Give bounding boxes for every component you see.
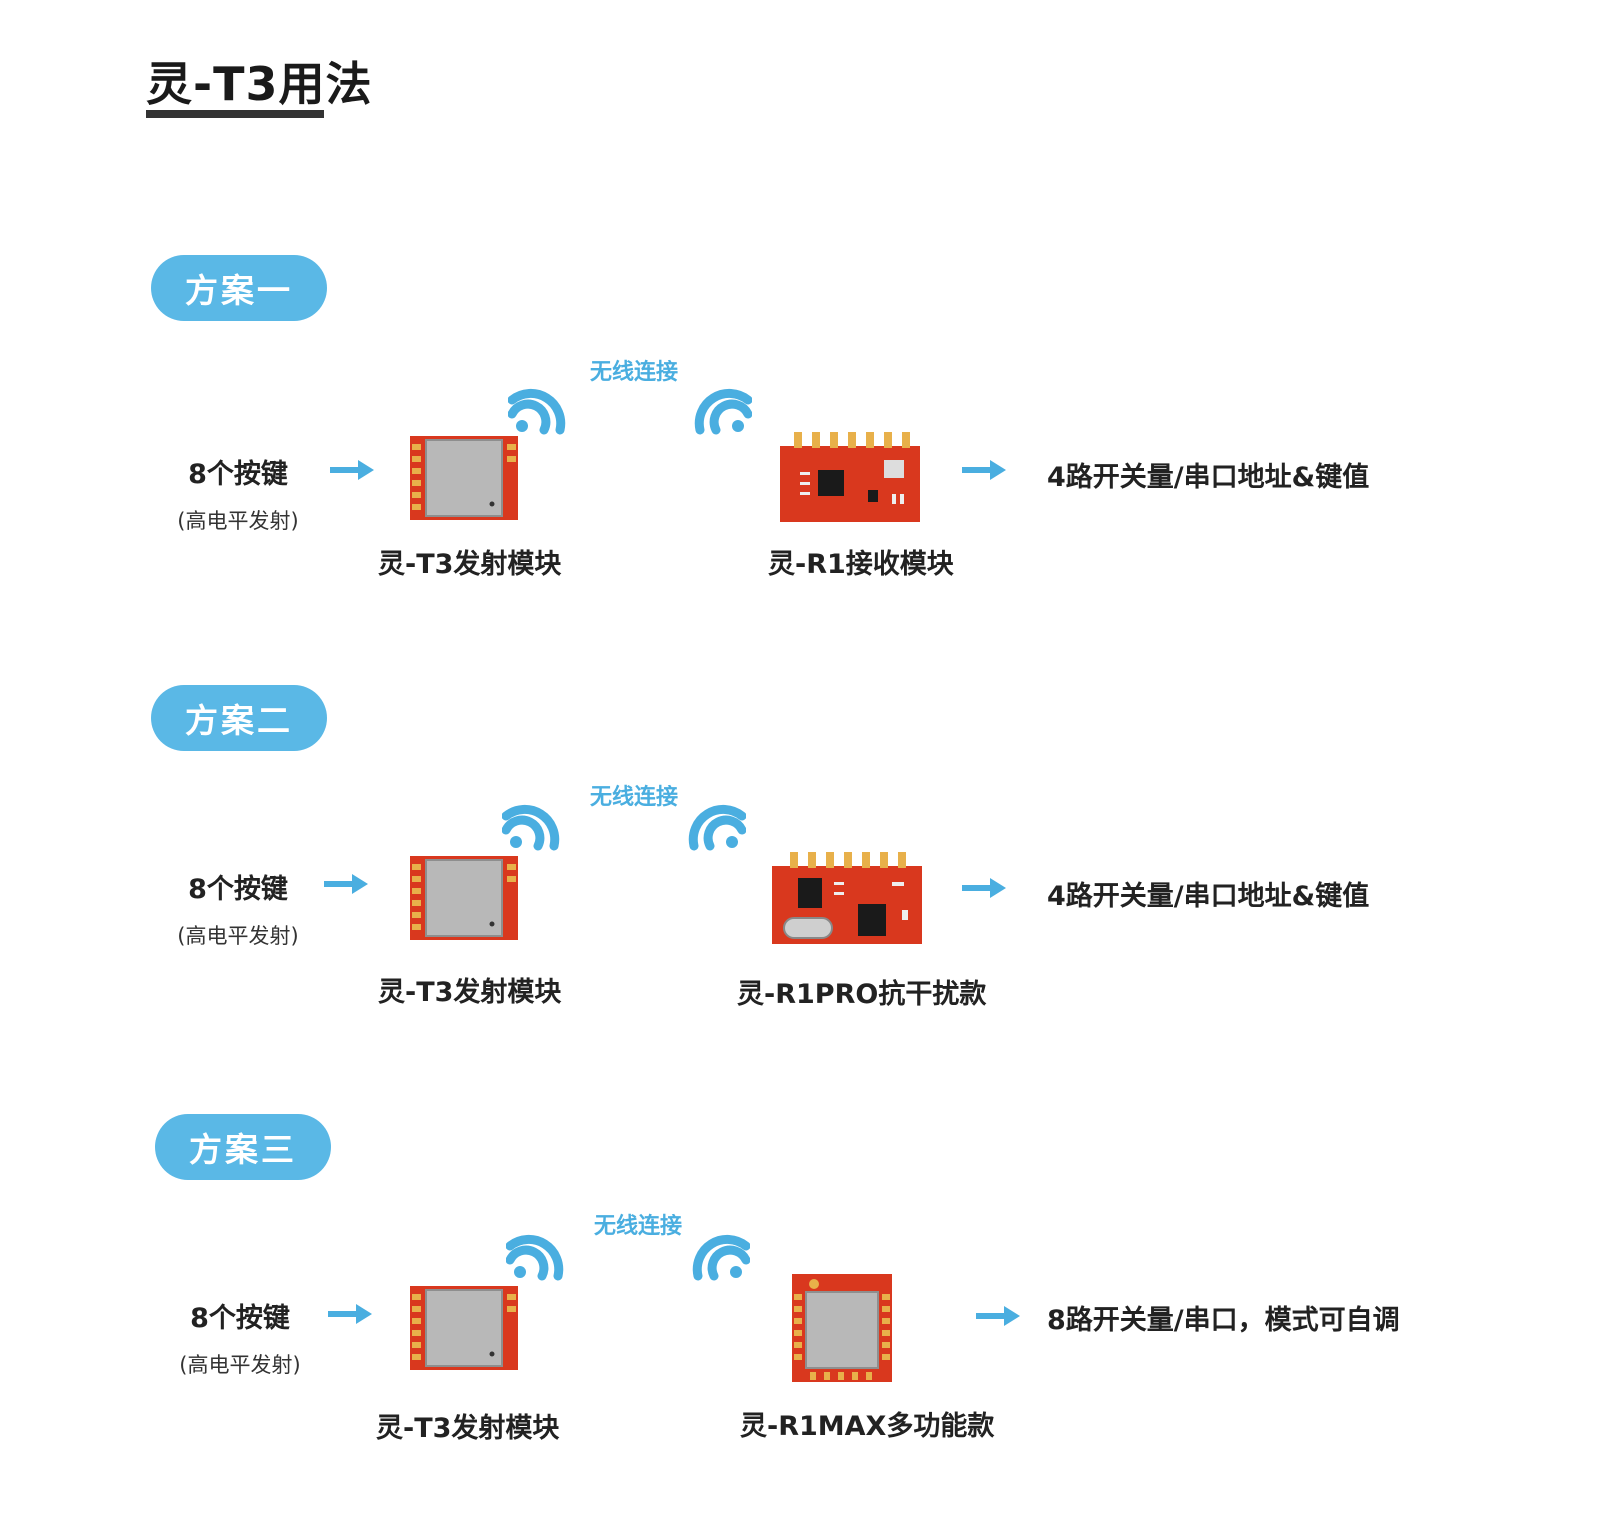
wifi-signal-left-icon — [688, 804, 746, 851]
title-underline — [146, 110, 324, 118]
keys-label: 8个按键 — [188, 459, 288, 490]
wireless-label: 无线连接 — [590, 785, 679, 810]
keys-label: 8个按键 — [190, 1303, 290, 1334]
wifi-signal-right-icon — [508, 388, 566, 435]
r1pro-module-icon — [772, 852, 922, 944]
scheme-label: 方案二 — [151, 685, 327, 751]
t3-module-icon — [410, 856, 518, 940]
keys-group: 8个按键 (高电平发射) — [150, 1296, 330, 1379]
keys-label: 8个按键 — [188, 874, 288, 905]
arrow-right-icon — [962, 460, 1006, 480]
wifi-signal-right-icon — [506, 1234, 564, 1281]
receiver-label: 灵-R1PRO抗干扰款 — [737, 979, 987, 1010]
scheme-3: 方案三 8个按键 (高电平发射) 无线连接 — [0, 0, 1600, 1444]
arrow-right-icon — [330, 460, 374, 480]
scheme-1: 方案一 8个按键 (高电平发射) 无线连接 — [0, 0, 1600, 580]
r1max-module-icon — [792, 1274, 892, 1382]
scheme-label: 方案三 — [155, 1114, 331, 1180]
keys-note: (高电平发射) — [177, 924, 299, 948]
page-title: 灵-T3用法 — [146, 57, 373, 111]
scheme-label: 方案一 — [151, 255, 327, 321]
arrow-right-icon — [324, 874, 368, 894]
keys-note: (高电平发射) — [179, 1353, 301, 1377]
wifi-signal-left-icon — [692, 1234, 750, 1281]
t3-module-icon — [410, 436, 518, 520]
wireless-label: 无线连接 — [590, 360, 679, 385]
wifi-signal-right-icon — [502, 804, 560, 851]
arrow-right-icon — [328, 1304, 372, 1324]
transmitter-label: 灵-T3发射模块 — [378, 977, 562, 1008]
wifi-signal-left-icon — [694, 388, 752, 435]
scheme-2: 方案二 8个按键 (高电平发射) 无线连接 — [0, 0, 1600, 1010]
output-label: 8路开关量/串口，模式可自调 — [1047, 1305, 1400, 1336]
arrow-right-icon — [976, 1306, 1020, 1326]
keys-note: (高电平发射) — [177, 509, 299, 533]
keys-group: 8个按键 (高电平发射) — [148, 452, 328, 535]
r1-module-icon — [780, 432, 920, 522]
wireless-label: 无线连接 — [594, 1214, 683, 1239]
output-label: 4路开关量/串口地址&键值 — [1047, 462, 1370, 493]
receiver-label: 灵-R1MAX多功能款 — [740, 1411, 995, 1442]
keys-group: 8个按键 (高电平发射) — [148, 867, 328, 950]
output-label: 4路开关量/串口地址&键值 — [1047, 881, 1370, 912]
arrow-right-icon — [962, 878, 1006, 898]
transmitter-label: 灵-T3发射模块 — [378, 549, 562, 580]
transmitter-label: 灵-T3发射模块 — [376, 1413, 560, 1444]
receiver-label: 灵-R1接收模块 — [768, 549, 954, 580]
t3-module-icon — [410, 1286, 518, 1370]
